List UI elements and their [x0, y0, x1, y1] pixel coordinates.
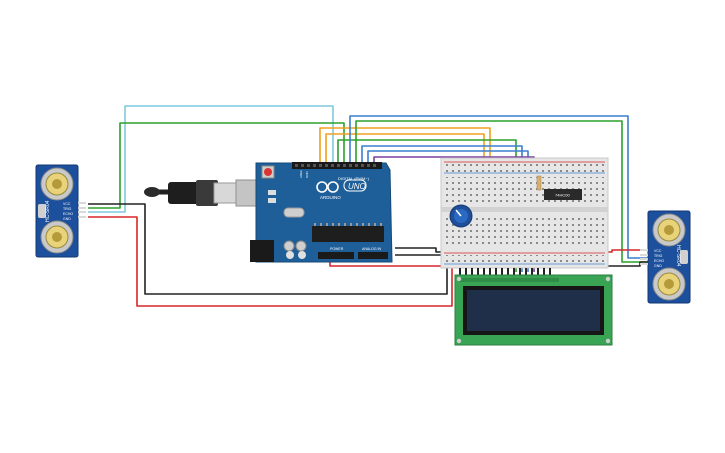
usb-cable[interactable] [144, 179, 269, 207]
arduino-analog-label: ANALOG IN [362, 247, 382, 251]
wire-blue-1[interactable] [349, 115, 652, 259]
sensor-right-pin-3: ECHO [654, 259, 664, 263]
power-header[interactable] [318, 252, 354, 259]
arduino-uno-board[interactable]: DIGITAL (PWM~) AREF GND ARDUINO UNO [250, 162, 393, 263]
wire-green-3[interactable] [355, 120, 652, 263]
lcd-display[interactable] [454, 268, 613, 346]
sensor-right-pin-4: GND [654, 264, 662, 268]
lcd-pins [459, 268, 551, 276]
arduino-digital-label: DIGITAL (PWM~) [338, 176, 370, 181]
sensor-right-model: HC-SR04 [675, 245, 681, 267]
atmega-chip [312, 226, 384, 242]
wire-left-black[interactable] [88, 203, 448, 295]
sensor-left-model: HC-SR04 [45, 200, 51, 222]
arduino-power-label: POWER [330, 247, 344, 251]
sensor-right-pin-1: VCC [654, 249, 662, 253]
sensor-left-pin-1: VCC [63, 202, 71, 206]
wire-left-green[interactable] [88, 122, 345, 209]
potentiometer-knob[interactable] [449, 204, 473, 228]
ic-label: 74HC00 [555, 193, 570, 198]
arduino-logo-icon [316, 181, 339, 193]
power-jack[interactable] [250, 240, 274, 262]
wire-black-gnd[interactable] [395, 247, 445, 253]
arduino-logo-text: ARDUINO [320, 195, 341, 200]
ic-chip[interactable] [544, 189, 582, 200]
ultrasonic-sensor-right[interactable]: HC-SR04 VCC TRIG ECHO GND [640, 210, 691, 304]
arduino-model-label: UNO [348, 182, 366, 191]
sensor-left-pin-4: GND [63, 217, 71, 221]
sensor-right-pin-2: TRIG [654, 254, 663, 258]
resistor[interactable] [536, 175, 542, 191]
analog-header[interactable] [358, 252, 388, 259]
sensor-left-pin-3: ECHO [63, 212, 73, 216]
sensor-left-pin-2: TRIG [63, 207, 72, 211]
ultrasonic-sensor-left[interactable]: HC-SR04 VCC TRIG ECHO GND [35, 164, 86, 258]
arduino-gnd-label: GND [305, 171, 309, 179]
breadboard[interactable]: 74HC00 [440, 157, 609, 269]
lcd-screen [467, 290, 600, 331]
arduino-aref-label: AREF [299, 170, 303, 178]
wire-left-cyan[interactable] [88, 105, 334, 213]
